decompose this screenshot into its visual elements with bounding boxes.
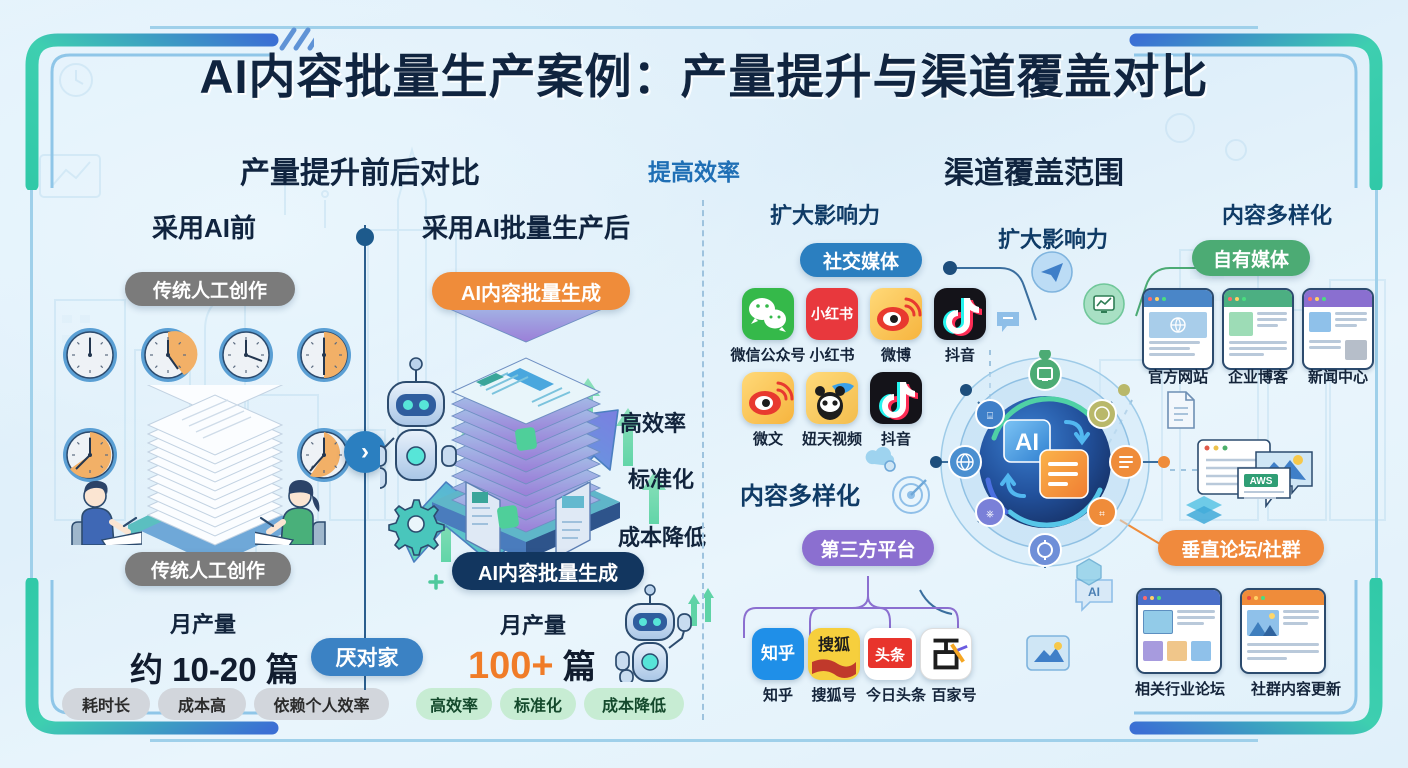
svg-text:⌗: ⌗ [1099, 509, 1105, 520]
chat-bubble-icon [997, 312, 1019, 332]
page-title: AI内容批量生产案例：产量提升与渠道覆盖对比 [199, 50, 1209, 103]
baijiahao-icon[interactable] [920, 628, 972, 680]
after-benefit-0: 高效率 [620, 411, 687, 436]
monitor-chart-icon [1083, 283, 1125, 325]
after-benefit-2: 成本降低 [618, 525, 707, 550]
toutiao-caption: 今日头条 [865, 687, 926, 704]
center-note-label: 扩大影响力 [998, 227, 1109, 252]
after-top-pill: AI内容批量生成 [432, 272, 630, 310]
weiwen-caption: 微文 [752, 431, 783, 448]
zhihu-caption: 知乎 [762, 687, 793, 704]
before-stat-value: 约 10-20 篇 [130, 651, 299, 688]
news-caption: 新闻中心 [1307, 369, 1368, 386]
target-icon [892, 476, 930, 514]
before-stat-label: 月产量 [170, 612, 237, 637]
after-tag-2: 成本降低 [584, 688, 684, 720]
douyin-icon[interactable] [934, 288, 986, 340]
weibo-caption: 微博 [880, 347, 911, 364]
robot-waving-icon [615, 584, 714, 682]
forum-card-icon[interactable] [1136, 588, 1222, 674]
third-note-label: 内容多样化 [740, 483, 860, 510]
forums-pill: 垂直论坛/社群 [1158, 530, 1324, 566]
wechat-caption: 微信公众号 [730, 347, 806, 364]
news-card-icon[interactable] [1302, 288, 1374, 370]
before-top-pill: 传统人工创作 [125, 272, 295, 306]
ai-chip-label: AI [1088, 585, 1100, 599]
compare-next-arrow-button[interactable]: › [344, 431, 386, 473]
douyin-caption-2: 抖音 [880, 431, 911, 448]
zhihu-icon[interactable]: 知乎 [752, 628, 804, 680]
svg-text:⎈: ⎈ [986, 509, 994, 520]
aws-card-decoration: AWS [1197, 439, 1313, 508]
blog-caption: 企业博客 [1227, 369, 1288, 386]
owned-note-label: 内容多样化 [1222, 203, 1333, 228]
before-tag-0: 耗时长 [62, 688, 150, 720]
website-caption: 官方网站 [1147, 369, 1208, 386]
social-media-pill: 社交媒体 [800, 243, 922, 277]
compare-pill: 厌对家 [311, 638, 423, 676]
third-party-pill: 第三方平台 [802, 530, 934, 566]
weiwen-icon[interactable] [742, 372, 794, 424]
before-tag-2: 依赖个人效率 [254, 688, 389, 720]
panel-divider-dot [356, 228, 374, 246]
section-heading-right: 渠道覆盖范围 [944, 157, 1124, 190]
ai-hub-diagram: AI ⌸ ⎈ ⌗ [930, 350, 1170, 568]
forum-caption: 相关行业论坛 [1134, 681, 1225, 698]
person-male-writing-icon [71, 480, 142, 545]
svg-text:⌸: ⌸ [987, 411, 993, 422]
after-bottom-pill: AI内容批量生成 [452, 552, 644, 590]
svg-text:头条: 头条 [875, 646, 906, 664]
sohu-icon[interactable]: 搜狐 [808, 628, 860, 680]
before-panel-title: 采用AI前 [152, 213, 257, 243]
community-caption: 社群内容更新 [1250, 681, 1341, 698]
svg-text:搜狐: 搜狐 [818, 635, 850, 654]
frame-line-right [1375, 120, 1378, 648]
after-tag-0: 高效率 [416, 688, 492, 720]
cube-icon [1076, 558, 1102, 586]
aws-label: AWS [1250, 476, 1273, 487]
after-stat-label: 月产量 [500, 613, 567, 638]
layers-icon [1186, 496, 1222, 524]
document-icon [1167, 391, 1195, 429]
before-bottom-pill: 传统人工创作 [125, 552, 291, 586]
niutian-video-caption: 妞天视频 [801, 431, 862, 448]
svg-text:AI: AI [1015, 429, 1039, 456]
cloud-sync-icon [865, 446, 896, 472]
weibo-icon[interactable] [870, 288, 922, 340]
baijiahao-caption: 百家号 [931, 687, 977, 704]
blog-card-icon[interactable] [1222, 288, 1294, 370]
frame-line-left [30, 120, 33, 648]
frame-line-top [150, 26, 1258, 29]
xiaohongshu-caption: 小红书 [809, 347, 855, 364]
owned-media-pill: 自有媒体 [1192, 240, 1310, 276]
toutiao-icon[interactable]: 头条 [864, 628, 916, 680]
after-tag-1: 标准化 [500, 688, 576, 720]
douyin-caption: 抖音 [944, 347, 975, 364]
section-dashed-divider [702, 200, 704, 720]
section-heading-middle: 提高效率 [648, 159, 740, 185]
website-card-icon[interactable] [1142, 288, 1214, 370]
niutian-video-icon[interactable] [806, 372, 858, 424]
before-tag-1: 成本高 [158, 688, 246, 720]
image-card-icon [1026, 635, 1070, 671]
after-benefit-1: 标准化 [628, 467, 695, 492]
xiaohongshu-icon[interactable]: 小红书 [806, 288, 858, 340]
wechat-icon[interactable] [742, 288, 794, 340]
ai-production-illustration [380, 310, 666, 590]
after-panel-title: 采用AI批量生产后 [422, 213, 631, 243]
frame-line-bottom [150, 739, 1258, 742]
send-telegram-icon [1031, 251, 1073, 293]
section-heading-left: 产量提升前后对比 [240, 157, 480, 190]
person-female-writing-icon [255, 480, 326, 545]
douyin-icon-2[interactable] [870, 372, 922, 424]
after-stat-value-unit: 篇 [562, 648, 596, 685]
ai-chip-icon: AI [1075, 579, 1113, 612]
sohu-caption: 搜狐号 [811, 687, 857, 704]
clock-group [63, 328, 351, 482]
community-card-icon[interactable] [1240, 588, 1326, 674]
after-stat-value-number: 100+ [468, 645, 554, 687]
social-note-label: 扩大影响力 [770, 203, 881, 228]
